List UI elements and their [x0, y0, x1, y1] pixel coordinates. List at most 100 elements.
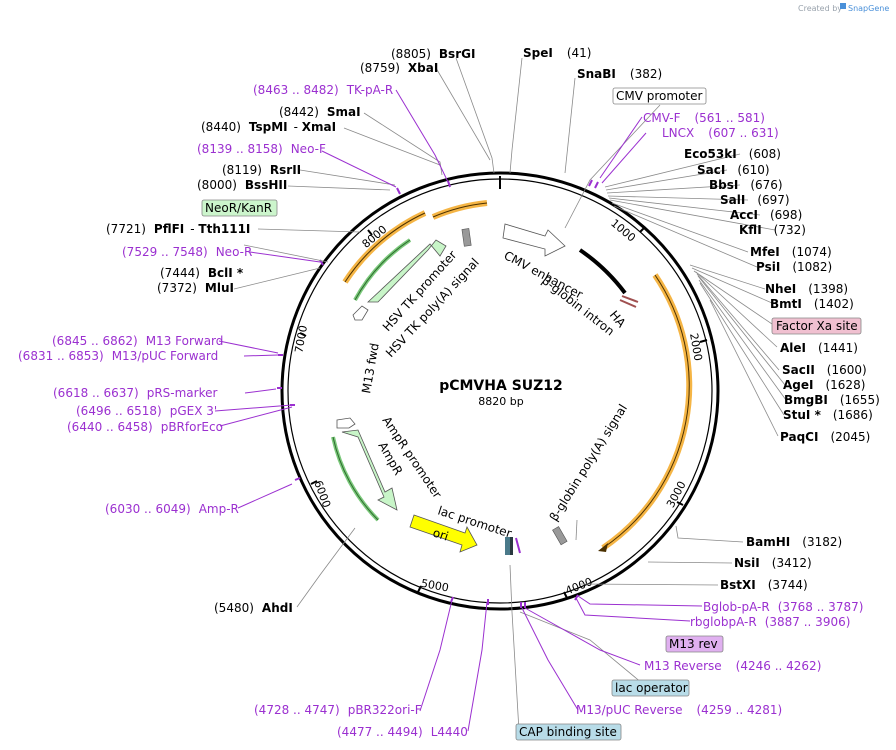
- cmv-promoter-label: CMV promoter: [616, 89, 703, 103]
- site-pos-snabi: (382): [630, 67, 662, 81]
- site-name-bstxi[interactable]: BstXI: [720, 578, 756, 592]
- m13-rev-feature[interactable]: [515, 537, 521, 554]
- site-pos-paqci: (2045): [830, 430, 870, 444]
- site-name-bsshii[interactable]: BssHII: [245, 178, 287, 192]
- site-name-mlui[interactable]: MluI: [205, 281, 234, 295]
- primer-range-m13pucrev: (4259 .. 4281): [697, 703, 783, 717]
- primer-range-m13rev: (4246 .. 4262): [736, 659, 822, 673]
- factor-xa-box[interactable]: [771, 317, 862, 335]
- svg-text:(8440)TspMI- XmaI: (8440)TspMI- XmaI: [201, 120, 336, 134]
- primer-name-cmvf[interactable]: CMV-F: [643, 111, 681, 125]
- site-name-nsii[interactable]: NsiI: [734, 556, 760, 570]
- site-name-paqci[interactable]: PaqCI: [780, 430, 818, 444]
- site-pos-stui: (1686): [833, 408, 873, 422]
- cap-site-box[interactable]: [515, 723, 622, 741]
- site-name-kfli[interactable]: KflI: [739, 223, 762, 237]
- svg-text:(6845 .. 6862)M13 Forward: (6845 .. 6862)M13 Forward: [52, 334, 223, 348]
- site-name-bamhi[interactable]: BamHI: [746, 535, 790, 549]
- site-name-smai[interactable]: SmaI: [327, 105, 361, 119]
- primer-name-prsmarker[interactable]: pRS-marker: [147, 386, 218, 400]
- site-pos-acci: (698): [770, 208, 802, 222]
- site-pos-smai: (8442): [279, 105, 319, 119]
- feature-neor-orange[interactable]: [342, 210, 427, 284]
- site-name-rsrii[interactable]: RsrII: [270, 163, 301, 177]
- grey-feature-top[interactable]: [461, 228, 472, 247]
- primer-range-prsmarker: (6618 .. 6637): [53, 386, 139, 400]
- site-name-pflfi[interactable]: PflFI: [154, 222, 184, 236]
- site-pos-bamhi: (3182): [802, 535, 842, 549]
- cmv-promoter-box[interactable]: [612, 87, 707, 105]
- primer-name-tkpar[interactable]: TK-pA-R: [346, 83, 394, 97]
- feature-green-arc-amp[interactable]: [331, 436, 380, 522]
- primer-name-pbrforeco[interactable]: pBRforEco: [161, 420, 223, 434]
- primer-name-m13pucfwd[interactable]: M13/pUC Forward: [112, 349, 219, 363]
- primer-name-bglobpar[interactable]: Bglob-pA-R: [703, 600, 770, 614]
- site-name-psii[interactable]: PsiI: [756, 260, 780, 274]
- site-pos-bbsi: (676): [750, 178, 782, 192]
- svg-text:Eco53kI(608): Eco53kI(608): [684, 147, 781, 161]
- site-name-xmai[interactable]: XmaI: [302, 120, 336, 134]
- site-name-sacii[interactable]: SacII: [782, 363, 815, 377]
- svg-text:(8759)XbaI: (8759)XbaI: [360, 61, 438, 75]
- m13-fwd-arrow[interactable]: [352, 305, 369, 321]
- cmv-enhancer-arrow[interactable]: [502, 223, 566, 257]
- site-name-acci[interactable]: AccI: [730, 208, 758, 222]
- site-name-tspmi[interactable]: TspMI: [249, 120, 288, 134]
- site-name-bbsi[interactable]: BbsI: [709, 178, 738, 192]
- site-pos-nsii: (3412): [772, 556, 812, 570]
- grey-feature-bottom[interactable]: [552, 526, 568, 546]
- feature-top-orange[interactable]: [431, 200, 488, 220]
- primer-name-lncx[interactable]: LNCX: [662, 126, 694, 140]
- lac-operator-feature[interactable]: [510, 537, 513, 555]
- site-name-sali[interactable]: SalI: [720, 193, 745, 207]
- plasmid-name: pCMVHA SUZ12: [439, 378, 563, 394]
- site-name-ahdi[interactable]: AhdI: [262, 601, 293, 615]
- primer-name-neor[interactable]: Neo-R: [216, 245, 253, 259]
- primer-name-neof[interactable]: Neo-F: [291, 142, 326, 156]
- svg-text:StuI *(1686): StuI * (1686): [783, 408, 873, 422]
- primer-range-pbr322orif: (4728 .. 4747): [254, 703, 340, 717]
- primer-name-l4440[interactable]: L4440: [431, 725, 468, 739]
- primer-name-rbglobpar[interactable]: rbglobpA-R: [690, 615, 757, 629]
- site-name-snabi[interactable]: SnaBI: [577, 67, 616, 81]
- m13-rev-box[interactable]: [665, 635, 724, 653]
- credit-brand: SnapGene: [848, 4, 889, 13]
- site-name-nhei[interactable]: NheI: [765, 282, 796, 296]
- primer-name-pgex3[interactable]: pGEX 3': [170, 404, 217, 418]
- m13-fwd-label: M13 fwd: [359, 342, 382, 395]
- primer-name-m13fwd[interactable]: M13 Forward: [146, 334, 224, 348]
- site-name-bsrgi[interactable]: BsrGI: [439, 47, 476, 61]
- site-pos-mfei: (1074): [792, 245, 832, 259]
- neor-box[interactable]: [201, 199, 278, 217]
- svg-text:SnaBI(382): SnaBI (382): [577, 67, 662, 81]
- site-name-eco53ki[interactable]: Eco53kI: [684, 147, 737, 161]
- primer-name-ampr[interactable]: Amp-R: [199, 502, 239, 516]
- site-name-stui[interactable]: StuI *: [783, 408, 822, 422]
- site-name-saci[interactable]: SacI: [697, 163, 725, 177]
- svg-text:(6496 .. 6518)pGEX 3': (6496 .. 6518)pGEX 3': [76, 404, 217, 418]
- site-name-tth111i[interactable]: Tth111I: [198, 222, 250, 236]
- site-name-bcli[interactable]: BclI *: [208, 266, 244, 280]
- site-name-mfei[interactable]: MfeI: [750, 245, 780, 259]
- svg-text:SalI(697): SalI(697): [720, 193, 790, 207]
- ori-arrow[interactable]: [409, 514, 478, 553]
- site-name-agei[interactable]: AgeI: [783, 378, 813, 392]
- site-name-bmgbi[interactable]: BmgBI: [784, 393, 828, 407]
- ori-label: ori: [431, 526, 450, 544]
- bglobin-intron-arc[interactable]: [578, 248, 627, 295]
- ampr-promoter-arrow[interactable]: [336, 417, 356, 429]
- site-name-bmti[interactable]: BmtI: [770, 297, 802, 311]
- site-pos-ahdi: (5480): [214, 601, 254, 615]
- site-name-alei[interactable]: AleI: [780, 341, 806, 355]
- hsv-tk-promoter-arrow[interactable]: [366, 239, 447, 303]
- ampr-arrow[interactable]: [341, 429, 398, 511]
- site-name-xbai[interactable]: XbaI: [408, 61, 438, 75]
- lac-operator-box[interactable]: [611, 679, 690, 697]
- primer-name-pbr322orif[interactable]: pBR322ori-F: [348, 703, 422, 717]
- cap-feature[interactable]: [505, 537, 510, 555]
- site-name-spei[interactable]: SpeI: [523, 46, 553, 60]
- svg-text:BstXI(3744): BstXI(3744): [720, 578, 808, 592]
- primer-name-m13rev[interactable]: M13 Reverse: [644, 659, 722, 673]
- ha-feature[interactable]: [619, 295, 639, 308]
- primer-name-m13pucrev[interactable]: M13/pUC Reverse: [576, 703, 683, 717]
